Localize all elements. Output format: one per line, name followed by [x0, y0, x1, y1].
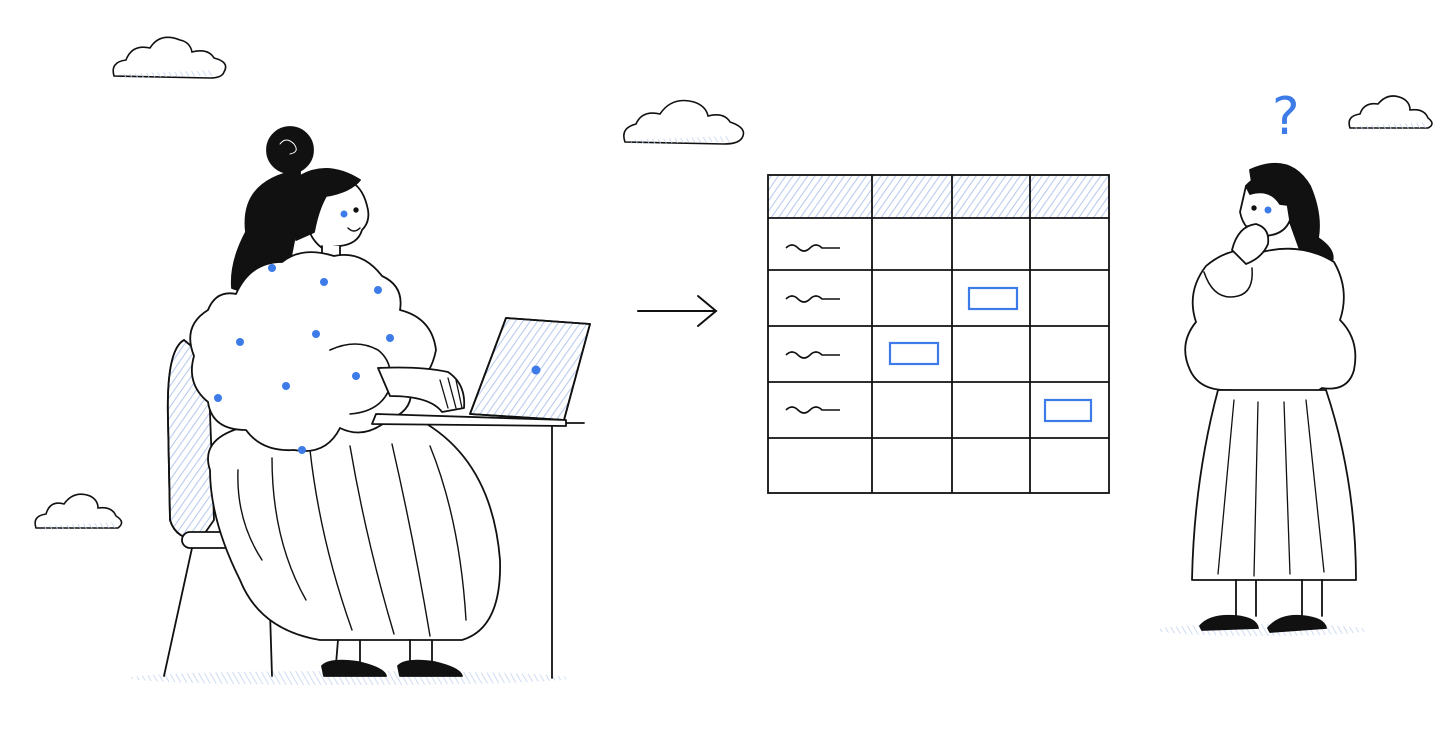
cloud-icon: [623, 99, 745, 145]
table-grid: [767, 174, 1110, 494]
woman-thinking: [1156, 162, 1368, 636]
cloud-icon: [112, 36, 227, 79]
table-highlight-cell: [888, 341, 940, 366]
woman-at-laptop: [130, 126, 591, 685]
cloud-icon: [34, 493, 123, 530]
table-highlight-cell: [1043, 398, 1093, 423]
laptop: [371, 317, 591, 427]
arrow-right-icon: [637, 295, 718, 327]
table-highlight-cell: [967, 286, 1019, 311]
question-mark-icon: ?: [1272, 87, 1300, 147]
table-row-label-squiggle: [785, 244, 840, 414]
polka-dots: [214, 264, 394, 454]
cloud-icon: [1348, 95, 1433, 130]
